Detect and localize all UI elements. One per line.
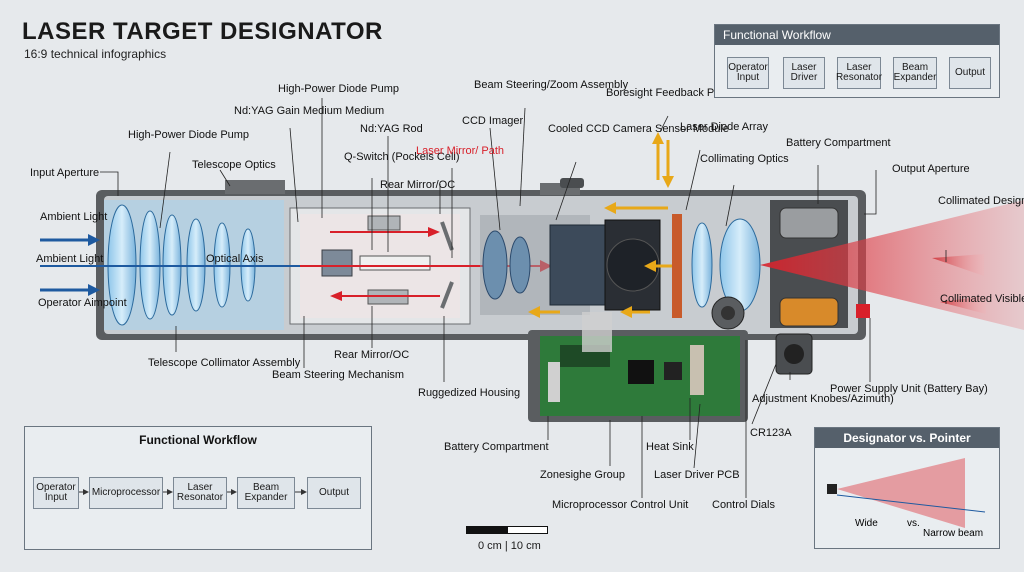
label-hp-diode-pump-left: High-Power Diode Pump xyxy=(128,129,249,141)
designator-beam xyxy=(760,200,1024,330)
arrow-icon xyxy=(88,284,100,296)
workflow-bottom-step: Beam Expander xyxy=(237,477,295,509)
label-cr123a: CR123A xyxy=(750,427,792,439)
workflow-bottom-step: Output xyxy=(307,477,361,509)
label-ccd-imager: CCD Imager xyxy=(462,115,523,127)
workflow-top-step: Laser Driver xyxy=(783,57,825,89)
workflow-panel-bottom: Functional Workflow Operator Input Micro… xyxy=(24,426,372,550)
label-laser-mirror-path: Laser Mirror/ Path xyxy=(416,145,504,157)
scale-label: 0 cm | 10 cm xyxy=(478,540,541,552)
label-beam-steering-zoom: Beam Steering/Zoom Assembly xyxy=(474,79,629,91)
beam-icon xyxy=(932,254,984,276)
label-input-aperture: Input Aperture xyxy=(30,167,99,179)
label-optical-axis: Optical Axis xyxy=(206,253,264,265)
arrow-icon xyxy=(301,489,307,495)
workflow-bottom-step: Laser Resonator xyxy=(173,477,227,509)
battery-icon xyxy=(779,207,839,239)
arrow-icon xyxy=(167,489,173,495)
label-ruggedized-housing: Ruggedized Housing xyxy=(418,387,520,399)
workflow-panel-top: Functional Workflow Operator Input Laser… xyxy=(714,24,1000,98)
label-beam-steering-mech: Beam Steering Mechanism xyxy=(272,369,404,381)
comparison-title: Designator vs. Pointer xyxy=(815,428,999,448)
workflow-bottom-title: Functional Workflow xyxy=(139,433,257,447)
callout-labels: Input Aperture Ambient Light Ambient Lig… xyxy=(30,79,1024,511)
label-ambient-light-1: Ambient Light xyxy=(40,211,107,223)
label-microprocessor-cu: Microprocessor Control Unit xyxy=(552,499,688,511)
label-battery-compartment-bottom: Battery Compartment xyxy=(444,441,549,453)
label-zonesighe-group: Zonesighe Group xyxy=(540,469,625,481)
comparison-vs: vs. xyxy=(907,518,920,529)
label-output-aperture: Output Aperture xyxy=(892,163,970,175)
workflow-top-step: Laser Resonator xyxy=(836,57,882,89)
label-rear-mirror-bottom: Rear Mirror/OC xyxy=(334,349,409,361)
label-q-switch: Q-Switch (Pockels Cell) xyxy=(344,151,460,163)
workflow-top-title: Functional Workflow xyxy=(715,25,999,45)
label-collimated-visible: Collimated Visible Pointer Beam xyxy=(940,293,1024,305)
label-cooled-ccd: Cooled CCD Camera Sensor Module xyxy=(548,123,729,135)
label-telescope-collimator: Telescope Collimator Assembly xyxy=(148,357,301,369)
label-heat-sink: Heat Sink xyxy=(646,441,694,453)
arrow-icon xyxy=(83,489,89,495)
label-laser-driver-pcb: Laser Driver PCB xyxy=(654,469,740,481)
page-title: LASER TARGET DESIGNATOR xyxy=(22,18,383,45)
comparison-graphic: Wide vs. Narrow beam xyxy=(827,458,986,539)
workflow-bottom-step: Operator Input xyxy=(33,477,79,509)
workflow-top-step: Beam Expander xyxy=(893,57,937,89)
boresight-feedback-arrows xyxy=(528,132,674,318)
label-collimated-designator: Collimated Designator Beam xyxy=(938,195,1024,207)
workflow-bottom-step: Microprocessor xyxy=(89,477,163,509)
workflow-top-step: Operator Input xyxy=(727,57,769,89)
comparison-narrow: Narrow beam xyxy=(923,528,983,539)
leader-lines xyxy=(100,98,947,498)
comparison-panel: Designator vs. Pointer Wide vs. Narrow b… xyxy=(814,427,1000,549)
electronics-housing xyxy=(528,312,748,422)
label-telescope-optics: Telescope Optics xyxy=(192,159,276,171)
label-laser-diode-array: Laser Diode Array xyxy=(680,121,769,133)
label-adjustment-knobs: Adjustment Knobes/Azimuth) xyxy=(752,393,894,405)
arrow-icon xyxy=(88,234,100,246)
label-operator-aimpoint: Operator Aimpoint xyxy=(38,297,127,309)
camera-module xyxy=(480,215,661,315)
label-control-dials: Control Dials xyxy=(712,499,775,511)
page-subtitle: 16:9 technical infographics xyxy=(24,47,167,61)
arrow-icon xyxy=(231,489,237,495)
diode-array xyxy=(672,214,761,318)
control-dials xyxy=(711,296,813,375)
label-ndyag-gain: Nd:YAG Gain Medium Medium xyxy=(234,105,384,117)
beam-icon xyxy=(940,296,986,314)
label-ambient-light-2: Ambient Light xyxy=(36,253,103,265)
label-power-supply-unit: Power Supply Unit (Battery Bay) xyxy=(830,383,988,395)
scale-bar xyxy=(466,526,548,534)
label-battery-compartment-top: Battery Compartment xyxy=(786,137,891,149)
battery-icon xyxy=(779,297,839,327)
workflow-bottom-arrows xyxy=(79,489,307,495)
label-rear-mirror-top: Rear Mirror/OC xyxy=(380,179,455,191)
label-hp-diode-pump-top: High-Power Diode Pump xyxy=(278,83,399,95)
label-collimating-optics: Collimating Optics xyxy=(700,153,789,165)
label-ndyag-rod: Nd:YAG Rod xyxy=(360,123,423,135)
workflow-top-step: Output xyxy=(949,57,991,89)
comparison-wide: Wide xyxy=(855,518,878,529)
